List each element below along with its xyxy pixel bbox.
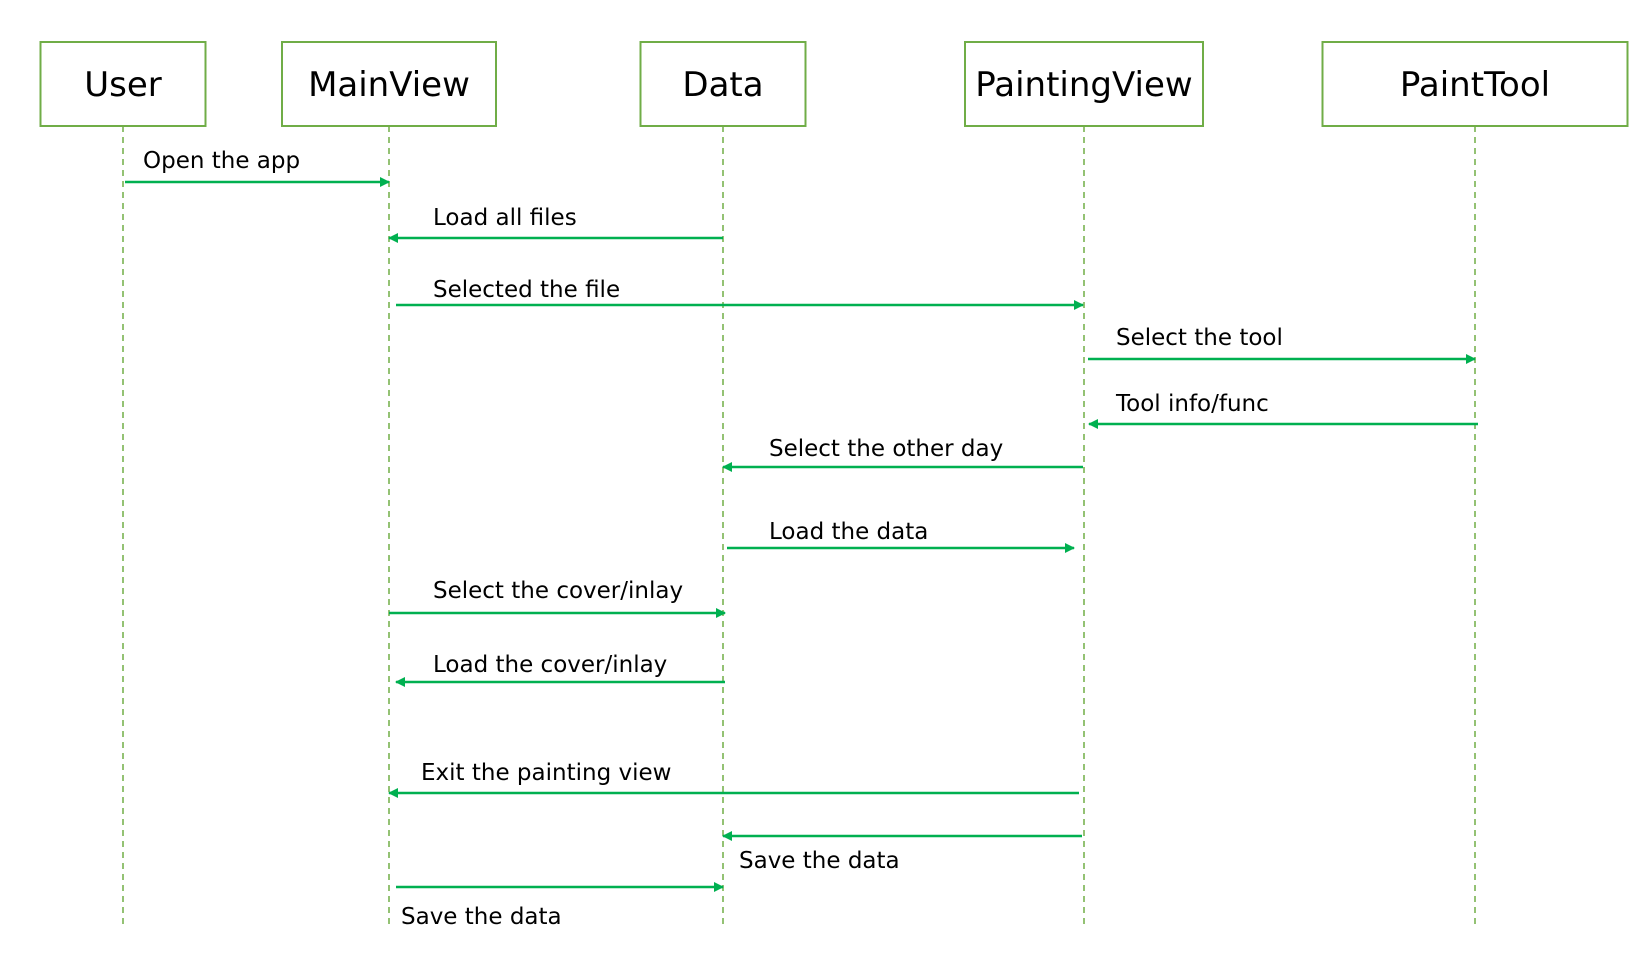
actor-box-painttool	[1321, 41, 1629, 127]
message-label-load-all-files: Load all files	[433, 205, 577, 231]
message-label-save-data-mv: Save the data	[401, 904, 562, 930]
actor-box-data	[639, 41, 807, 127]
message-save-data-pv: Save the data	[722, 831, 1082, 874]
message-load-all-files: Load all files	[388, 205, 723, 243]
message-label-tool-info: Tool info/func	[1115, 391, 1269, 417]
message-label-load-data: Load the data	[769, 519, 928, 545]
message-save-data-mv: Save the data	[396, 882, 724, 930]
actor-label-mainview: MainView	[308, 65, 470, 105]
message-select-other-day: Select the other day	[722, 436, 1083, 472]
message-selected-file: Selected the file	[396, 277, 1084, 310]
message-tool-info: Tool info/func	[1088, 391, 1478, 429]
message-label-selected-file: Selected the file	[433, 277, 620, 303]
message-load-cover: Load the cover/inlay	[395, 652, 725, 687]
actor-data: Data	[639, 41, 807, 127]
message-open-app: Open the app	[125, 148, 390, 187]
actor-box-paintingview	[964, 41, 1204, 127]
message-label-load-cover: Load the cover/inlay	[433, 652, 667, 678]
message-select-cover: Select the cover/inlay	[389, 578, 726, 618]
actor-label-user: User	[84, 65, 162, 105]
actor-label-data: Data	[682, 65, 763, 105]
actor-box-user	[39, 41, 207, 127]
actor-label-painttool: PaintTool	[1400, 65, 1550, 105]
message-label-save-data-pv: Save the data	[739, 848, 900, 874]
message-load-data: Load the data	[727, 519, 1075, 553]
actor-box-mainview	[281, 41, 497, 127]
actor-mainview: MainView	[281, 41, 497, 127]
actor-paintingview: PaintingView	[964, 41, 1204, 127]
message-label-select-tool: Select the tool	[1116, 325, 1283, 351]
message-exit-painting: Exit the painting view	[388, 760, 1079, 798]
message-label-select-other-day: Select the other day	[769, 436, 1003, 462]
actor-user: User	[39, 41, 207, 127]
message-label-select-cover: Select the cover/inlay	[433, 578, 683, 604]
actors: User MainView Data PaintingView PaintTool	[39, 41, 1629, 127]
message-select-tool: Select the tool	[1088, 325, 1476, 364]
actor-label-paintingview: PaintingView	[975, 65, 1192, 105]
message-label-exit-painting: Exit the painting view	[421, 760, 671, 786]
message-label-open-app: Open the app	[143, 148, 300, 174]
actor-painttool: PaintTool	[1321, 41, 1629, 127]
lifelines	[122, 126, 1476, 928]
